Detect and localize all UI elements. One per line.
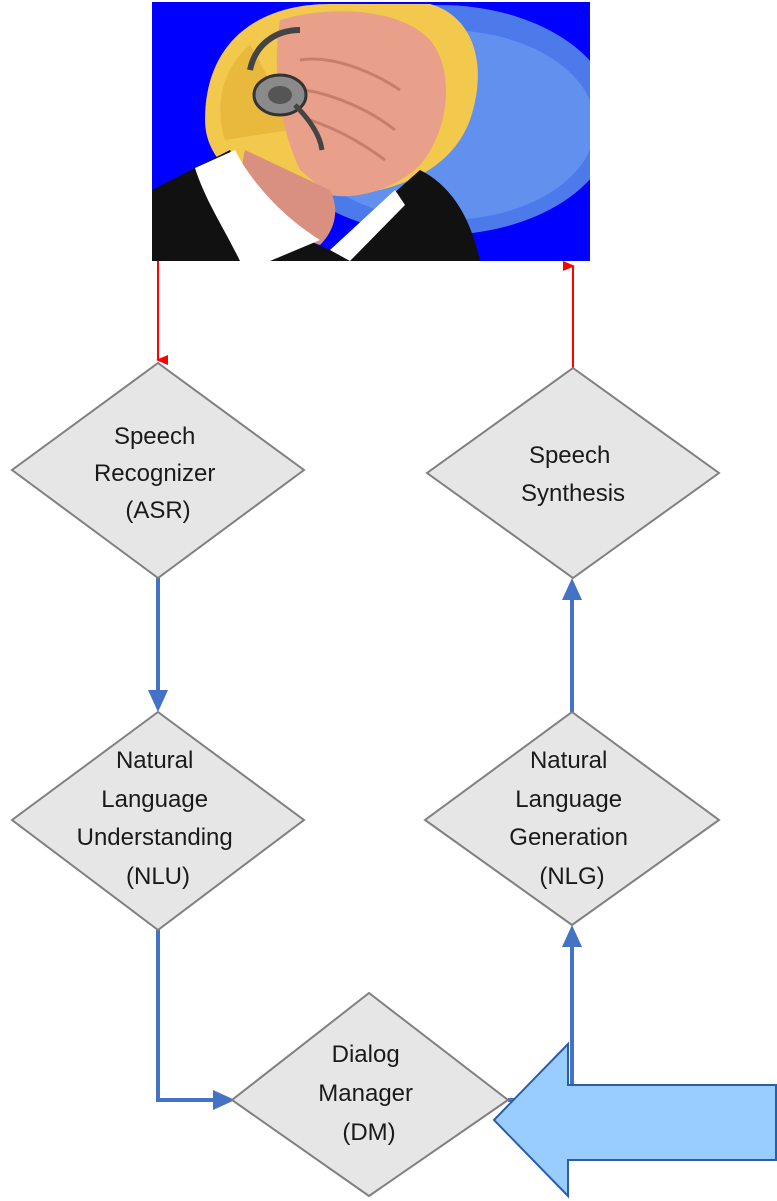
node-dm-line: (DM) xyxy=(342,1119,395,1146)
node-tts: Speech Synthesis xyxy=(425,366,721,580)
node-asr: Speech Recognizer (ASR) xyxy=(10,361,306,580)
node-nlg-line: Natural xyxy=(530,747,607,774)
node-asr-line: Speech xyxy=(114,423,195,450)
node-asr-line: Recognizer xyxy=(94,460,215,487)
node-nlu-line: (NLU) xyxy=(126,863,190,890)
node-dm: Dialog Manager (DM) xyxy=(230,991,510,1198)
node-dm-line: Dialog xyxy=(332,1041,400,1068)
node-nlg: Natural Language Generation (NLG) xyxy=(423,710,721,927)
node-nlu-line: Language xyxy=(101,786,208,813)
node-nlu: Natural Language Understanding (NLU) xyxy=(10,710,306,932)
arrowhead-tts xyxy=(562,578,582,600)
node-tts-line: Speech xyxy=(529,442,610,469)
svg-text:Natural Language U: Natural Language Understanding (NLU) xyxy=(77,747,240,890)
svg-text:Natural Language G: Natural Language Generation (NLG) xyxy=(509,747,634,890)
svg-text:Dialog Manager (DM: Dialog Manager (DM) xyxy=(318,1041,419,1146)
highlight-arrow xyxy=(492,1041,777,1199)
svg-text:Speech Recognizer: Speech Recognizer (ASR) xyxy=(94,423,222,524)
node-tts-line: Synthesis xyxy=(521,480,625,507)
arrowhead-nlu xyxy=(148,690,168,712)
node-asr-line: (ASR) xyxy=(125,497,190,524)
node-dm-line: Manager xyxy=(318,1080,413,1107)
node-nlu-line: Understanding xyxy=(77,824,233,851)
node-nlu-line: Natural xyxy=(116,747,193,774)
svg-text:Speech Synthesis: Speech Synthesis xyxy=(521,442,625,507)
arrowhead-dm xyxy=(213,1090,235,1110)
headset-user-image xyxy=(152,2,590,261)
node-nlg-line: Generation xyxy=(509,824,628,851)
arrowhead-nlg xyxy=(562,925,582,947)
node-nlg-line: Language xyxy=(515,786,622,813)
connector-nlu-dm xyxy=(156,930,218,1102)
node-nlg-line: (NLG) xyxy=(539,863,604,890)
